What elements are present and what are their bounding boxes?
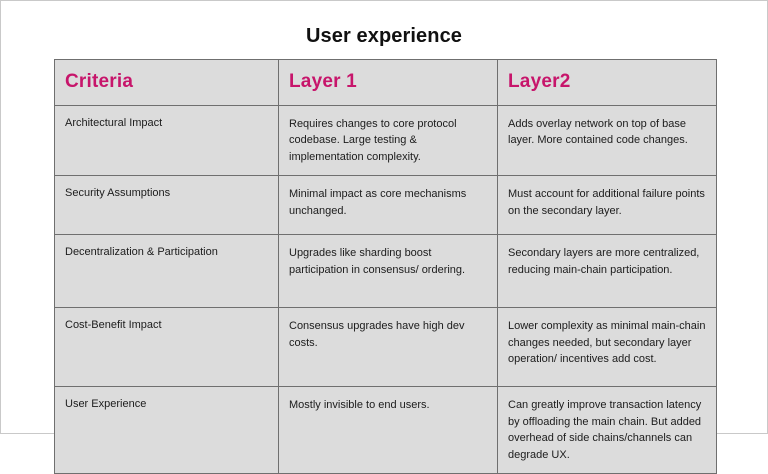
column-header-layer1: Layer 1 bbox=[278, 59, 498, 106]
layer1-text: Mostly invisible to end users. bbox=[289, 399, 430, 412]
table-row: Cost-Benefit Impact Consensus upgrades h… bbox=[54, 307, 717, 388]
comparison-table-container: Criteria Layer 1 Layer2 Architectural Im… bbox=[54, 59, 717, 474]
table-row: Decentralization & Participation Upgrade… bbox=[54, 234, 717, 309]
layer2-text: Adds overlay network on top of base laye… bbox=[508, 117, 688, 147]
cell-criteria: Decentralization & Participation bbox=[54, 234, 279, 309]
table-header-row: Criteria Layer 1 Layer2 bbox=[54, 59, 717, 106]
layer1-text: Consensus upgrades have high dev costs. bbox=[289, 320, 465, 349]
cell-criteria: Cost-Benefit Impact bbox=[54, 307, 279, 388]
cell-criteria: Architectural Impact bbox=[54, 104, 279, 177]
layer2-text: Can greatly improve transaction latency … bbox=[508, 399, 702, 461]
column-header-layer2: Layer2 bbox=[497, 59, 717, 106]
table-row: User Experience Mostly invisible to end … bbox=[54, 386, 717, 474]
column-header-criteria-label: Criteria bbox=[65, 71, 134, 92]
layer2-text: Must account for additional failure poin… bbox=[508, 188, 705, 217]
cell-layer1: Requires changes to core protocol codeba… bbox=[278, 104, 498, 177]
cell-criteria: Security Assumptions bbox=[54, 175, 279, 236]
criteria-label: Security Assumptions bbox=[65, 187, 171, 200]
cell-layer2: Can greatly improve transaction latency … bbox=[497, 386, 717, 474]
table-header: Criteria Layer 1 Layer2 bbox=[54, 59, 717, 106]
cell-layer1: Upgrades like sharding boost participati… bbox=[278, 234, 498, 309]
layer1-text: Minimal impact as core mechanisms unchan… bbox=[289, 188, 467, 217]
criteria-label: User Experience bbox=[65, 398, 147, 411]
table-row: Architectural Impact Requires changes to… bbox=[54, 104, 717, 177]
cell-criteria: User Experience bbox=[54, 386, 279, 474]
cell-layer1: Consensus upgrades have high dev costs. bbox=[278, 307, 498, 388]
column-header-criteria: Criteria bbox=[54, 59, 279, 106]
comparison-table: Criteria Layer 1 Layer2 Architectural Im… bbox=[54, 59, 717, 474]
cell-layer1: Mostly invisible to end users. bbox=[278, 386, 498, 474]
page-title: User experience bbox=[305, 25, 463, 47]
cell-layer2: Adds overlay network on top of base laye… bbox=[497, 104, 717, 177]
criteria-label: Decentralization & Participation bbox=[65, 246, 218, 259]
criteria-label: Architectural Impact bbox=[65, 116, 163, 129]
criteria-label: Cost-Benefit Impact bbox=[65, 319, 162, 332]
cell-layer2: Lower complexity as minimal main-chain c… bbox=[497, 307, 717, 388]
table-row: Security Assumptions Minimal impact as c… bbox=[54, 175, 717, 236]
layer2-text: Lower complexity as minimal main-chain c… bbox=[508, 320, 706, 366]
cell-layer1: Minimal impact as core mechanisms unchan… bbox=[278, 175, 498, 236]
cell-layer2: Secondary layers are more centralized, r… bbox=[497, 234, 717, 309]
table-body: Architectural Impact Requires changes to… bbox=[54, 104, 717, 474]
layer1-text: Upgrades like sharding boost participati… bbox=[289, 247, 466, 276]
column-header-layer1-label: Layer 1 bbox=[289, 71, 357, 92]
cell-layer2: Must account for additional failure poin… bbox=[497, 175, 717, 236]
layer2-text: Secondary layers are more centralized, r… bbox=[508, 247, 700, 276]
layer1-text: Requires changes to core protocol codeba… bbox=[289, 117, 457, 163]
column-header-layer2-label: Layer2 bbox=[508, 71, 571, 92]
